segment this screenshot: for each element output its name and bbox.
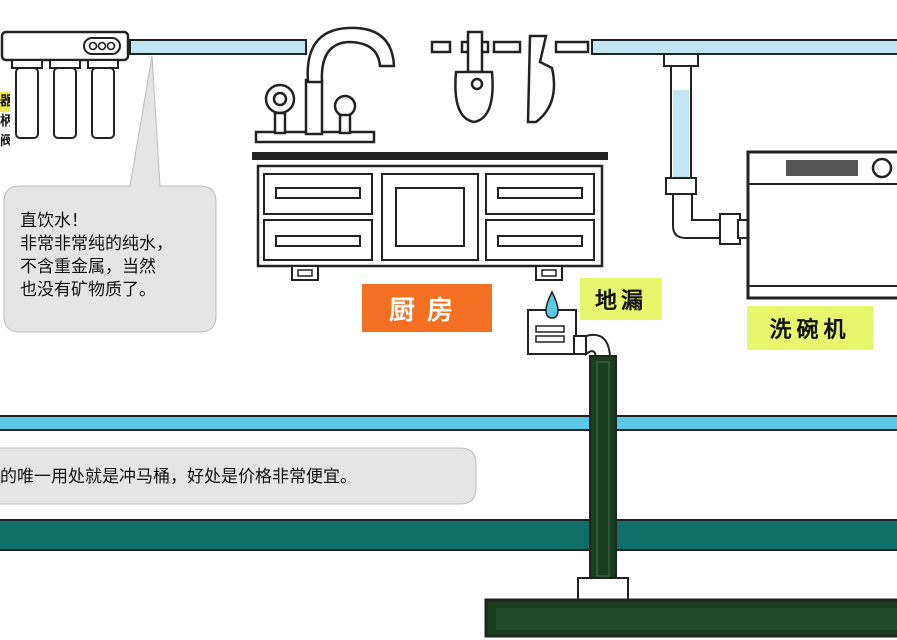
bubble-line: 直饮水！ [20, 211, 88, 231]
water-drop-icon [545, 290, 559, 319]
bottom-note-text: 的唯一用处就是冲马桶，好处是价格非常便宜。 [0, 467, 357, 487]
knife-hook-icon [526, 34, 590, 124]
bubble-line: 非常非常纯的纯水， [20, 234, 173, 254]
dishwasher-supply-pipe [663, 53, 749, 245]
bubble-line: 也没有矿物质了。 [20, 280, 156, 300]
drinking-tap-icon [430, 30, 522, 124]
filter-side-char: 器 [0, 92, 10, 112]
bottom-note-bubble [0, 447, 477, 505]
speech-bubble [3, 55, 217, 333]
top-water-pipe-left [129, 39, 307, 55]
kitchen-label: 厨房 [362, 284, 492, 332]
floor-drain-label: 地漏 [580, 278, 662, 320]
dishwasher-icon [746, 150, 897, 300]
bubble-line: 不含重金属，当然 [20, 257, 156, 277]
filter-side-char: 柄 [0, 114, 10, 129]
main-pipe-upper [0, 415, 897, 431]
main-pipe-lower [0, 519, 897, 551]
dishwasher-label: 洗碗机 [747, 306, 873, 350]
top-water-pipe-right [591, 39, 897, 55]
filter-side-char: 阀 [0, 134, 10, 149]
speech-bubble-text: 直饮水！ 非常非常纯的纯水， 不含重金属，当然 也没有矿物质了。 [20, 210, 220, 302]
drain-pipe [577, 355, 629, 603]
faucet-icon [254, 26, 396, 144]
kitchen-counter [252, 152, 608, 281]
filter-side-labels: 器 柄 阀 [0, 92, 10, 152]
sewer-main [484, 598, 897, 638]
water-filter-icon [0, 30, 130, 139]
